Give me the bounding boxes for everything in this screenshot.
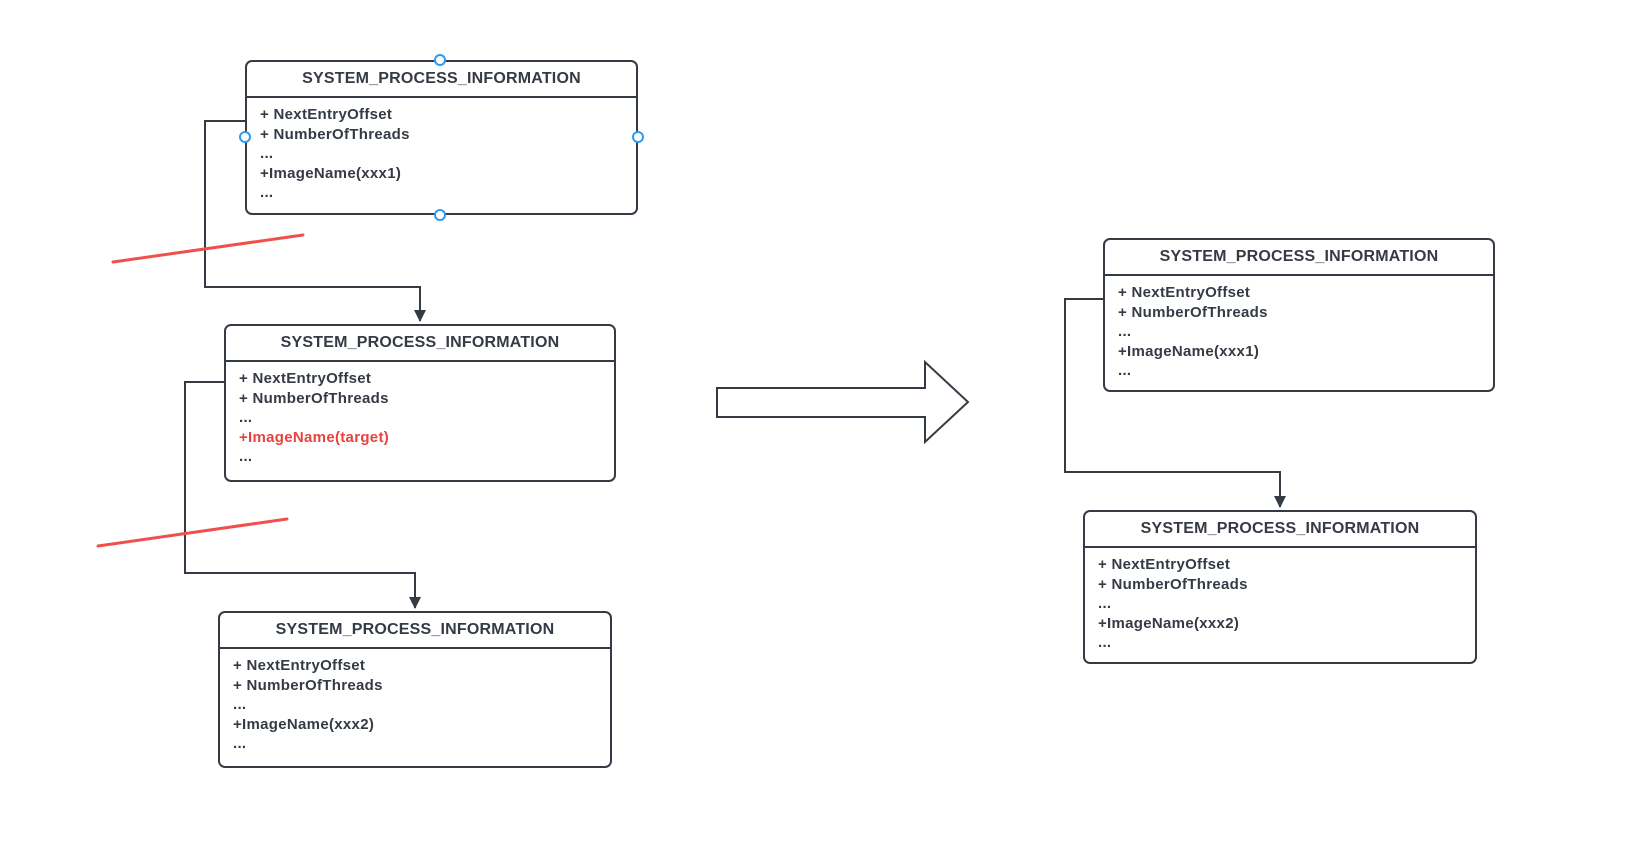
connector-righttop-to-rightbottom[interactable] <box>1064 298 1286 508</box>
box-field: + NumberOfThreads <box>260 125 410 143</box>
spi-box-left-top[interactable]: SYSTEM_PROCESS_INFORMATION + NextEntryOf… <box>245 60 638 215</box>
box-title: SYSTEM_PROCESS_INFORMATION <box>1105 240 1493 276</box>
selection-handle-left[interactable] <box>239 131 251 143</box>
connector-lefttop-to-leftmiddle[interactable] <box>204 120 426 322</box>
box-field: ... <box>1098 634 1112 651</box>
box-field: +ImageName(xxx2) <box>1098 614 1240 632</box>
box-field: +ImageName(xxx1) <box>260 164 402 182</box>
box-title: SYSTEM_PROCESS_INFORMATION <box>247 62 636 98</box>
spi-box-left-bottom[interactable]: SYSTEM_PROCESS_INFORMATION + NextEntryOf… <box>218 611 612 768</box>
box-field: + NextEntryOffset <box>260 106 393 123</box>
spi-box-right-bottom[interactable]: SYSTEM_PROCESS_INFORMATION + NextEntryOf… <box>1083 510 1477 664</box>
box-field: + NextEntryOffset <box>1098 556 1231 573</box>
box-field: +ImageName(xxx1) <box>1118 342 1260 360</box>
cut-mark-icon-1[interactable] <box>111 233 305 264</box>
box-field: + NextEntryOffset <box>233 657 366 674</box>
box-body: + NextEntryOffset + NumberOfThreads ... … <box>1085 548 1475 653</box>
box-title: SYSTEM_PROCESS_INFORMATION <box>226 326 614 362</box>
box-body: + NextEntryOffset + NumberOfThreads ... … <box>226 362 614 467</box>
box-body: + NextEntryOffset + NumberOfThreads ... … <box>1105 276 1493 381</box>
box-field: + NumberOfThreads <box>1098 575 1248 593</box>
cut-mark-icon-2[interactable] <box>96 517 289 548</box>
transform-right-arrow-icon[interactable] <box>716 359 970 445</box>
box-field: ... <box>1118 362 1132 379</box>
box-field: ... <box>1098 595 1112 612</box>
selection-handle-bottom[interactable] <box>434 209 446 221</box>
connector-leftmiddle-to-leftbottom[interactable] <box>184 381 421 609</box>
box-field: ... <box>239 409 253 426</box>
box-field: ... <box>260 184 274 201</box>
box-field: ... <box>260 145 274 162</box>
box-field: + NextEntryOffset <box>1118 284 1251 301</box>
box-field: + NumberOfThreads <box>1118 303 1268 321</box>
box-field: +ImageName(xxx2) <box>233 715 375 733</box>
box-field-highlighted-target: +ImageName(target) <box>239 428 390 446</box>
spi-box-left-middle[interactable]: SYSTEM_PROCESS_INFORMATION + NextEntryOf… <box>224 324 616 482</box>
box-field: + NumberOfThreads <box>239 389 389 407</box>
box-body: + NextEntryOffset + NumberOfThreads ... … <box>247 98 636 203</box>
box-field: ... <box>1118 323 1132 340</box>
box-field: ... <box>239 448 253 465</box>
selection-handle-right[interactable] <box>632 131 644 143</box>
box-field: ... <box>233 735 247 752</box>
box-title: SYSTEM_PROCESS_INFORMATION <box>1085 512 1475 548</box>
box-body: + NextEntryOffset + NumberOfThreads ... … <box>220 649 610 754</box>
box-field: + NumberOfThreads <box>233 676 383 694</box>
spi-box-right-top[interactable]: SYSTEM_PROCESS_INFORMATION + NextEntryOf… <box>1103 238 1495 392</box>
box-field: + NextEntryOffset <box>239 370 372 387</box>
box-field: ... <box>233 696 247 713</box>
selection-handle-top[interactable] <box>434 54 446 66</box>
box-title: SYSTEM_PROCESS_INFORMATION <box>220 613 610 649</box>
